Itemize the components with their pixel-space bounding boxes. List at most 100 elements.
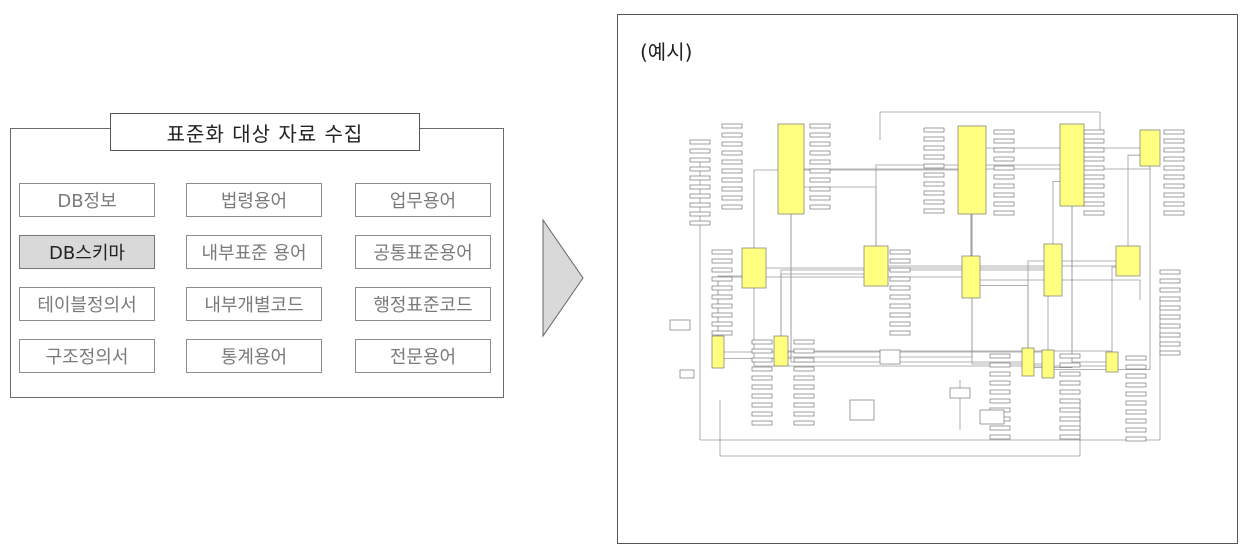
attribute-box — [751, 348, 773, 354]
attribute-box — [1083, 192, 1105, 198]
attribute-box — [993, 138, 1015, 144]
attribute-box — [751, 384, 773, 390]
attribute-box — [1125, 436, 1147, 442]
attribute-box — [809, 186, 831, 192]
attribute-box — [1059, 380, 1081, 386]
attribute-box — [721, 132, 743, 138]
attribute-box — [989, 362, 1011, 368]
attribute-box — [689, 193, 711, 199]
entity-box — [1041, 349, 1055, 379]
attribute-box — [923, 199, 945, 205]
attribute-box — [989, 434, 1011, 440]
attribute-box — [889, 249, 911, 255]
attribute-box — [751, 366, 773, 372]
attribute-box — [711, 258, 733, 264]
attribute-box — [751, 411, 773, 417]
attribute-box — [1163, 138, 1185, 144]
entity-box — [711, 335, 725, 369]
attribute-box — [721, 186, 743, 192]
attribute-box — [809, 177, 831, 183]
note-box — [879, 349, 901, 365]
attribute-box — [1163, 210, 1185, 216]
attribute-box — [1125, 355, 1147, 361]
attribute-box — [993, 165, 1015, 171]
entity-box — [1059, 123, 1085, 207]
attribute-box — [1163, 201, 1185, 207]
attribute-box — [689, 184, 711, 190]
entity-box — [863, 245, 889, 287]
attribute-box — [711, 303, 733, 309]
erd-attribute-boxes — [669, 123, 1185, 442]
note-box — [669, 319, 691, 331]
entity-box — [961, 255, 981, 299]
attribute-box — [993, 156, 1015, 162]
attribute-box — [993, 129, 1015, 135]
attribute-box — [993, 183, 1015, 189]
attribute-box — [889, 294, 911, 300]
relationship-line — [875, 164, 1084, 246]
attribute-box — [1125, 391, 1147, 397]
attribute-box — [923, 172, 945, 178]
attribute-box — [989, 353, 1011, 359]
attribute-box — [751, 402, 773, 408]
attribute-box — [689, 166, 711, 172]
attribute-box — [809, 141, 831, 147]
attribute-box — [809, 204, 831, 210]
attribute-box — [689, 211, 711, 217]
attribute-box — [989, 425, 1011, 431]
attribute-box — [1159, 278, 1181, 284]
attribute-box — [1083, 165, 1105, 171]
attribute-box — [809, 159, 831, 165]
relationship-line — [980, 279, 1141, 300]
item-db-info: DB정보 — [19, 183, 155, 217]
relationship-line — [766, 244, 1054, 269]
attribute-box — [711, 267, 733, 273]
attribute-box — [793, 375, 815, 381]
panel-title: 표준화 대상 자료 수집 — [110, 113, 420, 151]
attribute-box — [1125, 364, 1147, 370]
entity-box — [1021, 347, 1035, 377]
attribute-box — [1083, 129, 1105, 135]
attribute-box — [1163, 174, 1185, 180]
attribute-box — [721, 195, 743, 201]
attribute-box — [809, 132, 831, 138]
attribute-box — [711, 285, 733, 291]
attribute-box — [793, 339, 815, 345]
attribute-box — [989, 371, 1011, 377]
attribute-box — [889, 303, 911, 309]
item-table-definition: 테이블정의서 — [19, 287, 155, 321]
attribute-box — [1159, 296, 1181, 302]
attribute-box — [889, 312, 911, 318]
entity-box — [741, 247, 767, 289]
attribute-box — [721, 204, 743, 210]
attribute-box — [1083, 183, 1105, 189]
item-common-standard-terms: 공통표준용어 — [355, 235, 491, 269]
attribute-box — [1159, 269, 1181, 275]
attribute-box — [1163, 129, 1185, 135]
attribute-box — [1059, 434, 1081, 440]
attribute-box — [989, 389, 1011, 395]
attribute-box — [1059, 371, 1081, 377]
attribute-box — [751, 393, 773, 399]
attribute-box — [889, 267, 911, 273]
attribute-box — [1163, 156, 1185, 162]
entity-box — [1115, 245, 1141, 277]
attribute-box — [689, 139, 711, 145]
attribute-box — [1059, 398, 1081, 404]
note-box — [679, 369, 695, 379]
note-box — [979, 409, 1005, 425]
attribute-box — [1163, 192, 1185, 198]
attribute-box — [1083, 201, 1105, 207]
attribute-box — [711, 330, 733, 336]
relationship-line — [753, 169, 986, 248]
attribute-box — [1083, 174, 1105, 180]
attribute-box — [711, 321, 733, 327]
attribute-box — [793, 348, 815, 354]
item-structure-definition: 구조정의서 — [19, 339, 155, 373]
attribute-box — [889, 276, 911, 282]
attribute-box — [1059, 425, 1081, 431]
attribute-box — [1159, 332, 1181, 338]
attribute-box — [721, 141, 743, 147]
attribute-box — [1059, 362, 1081, 368]
attribute-box — [993, 174, 1015, 180]
